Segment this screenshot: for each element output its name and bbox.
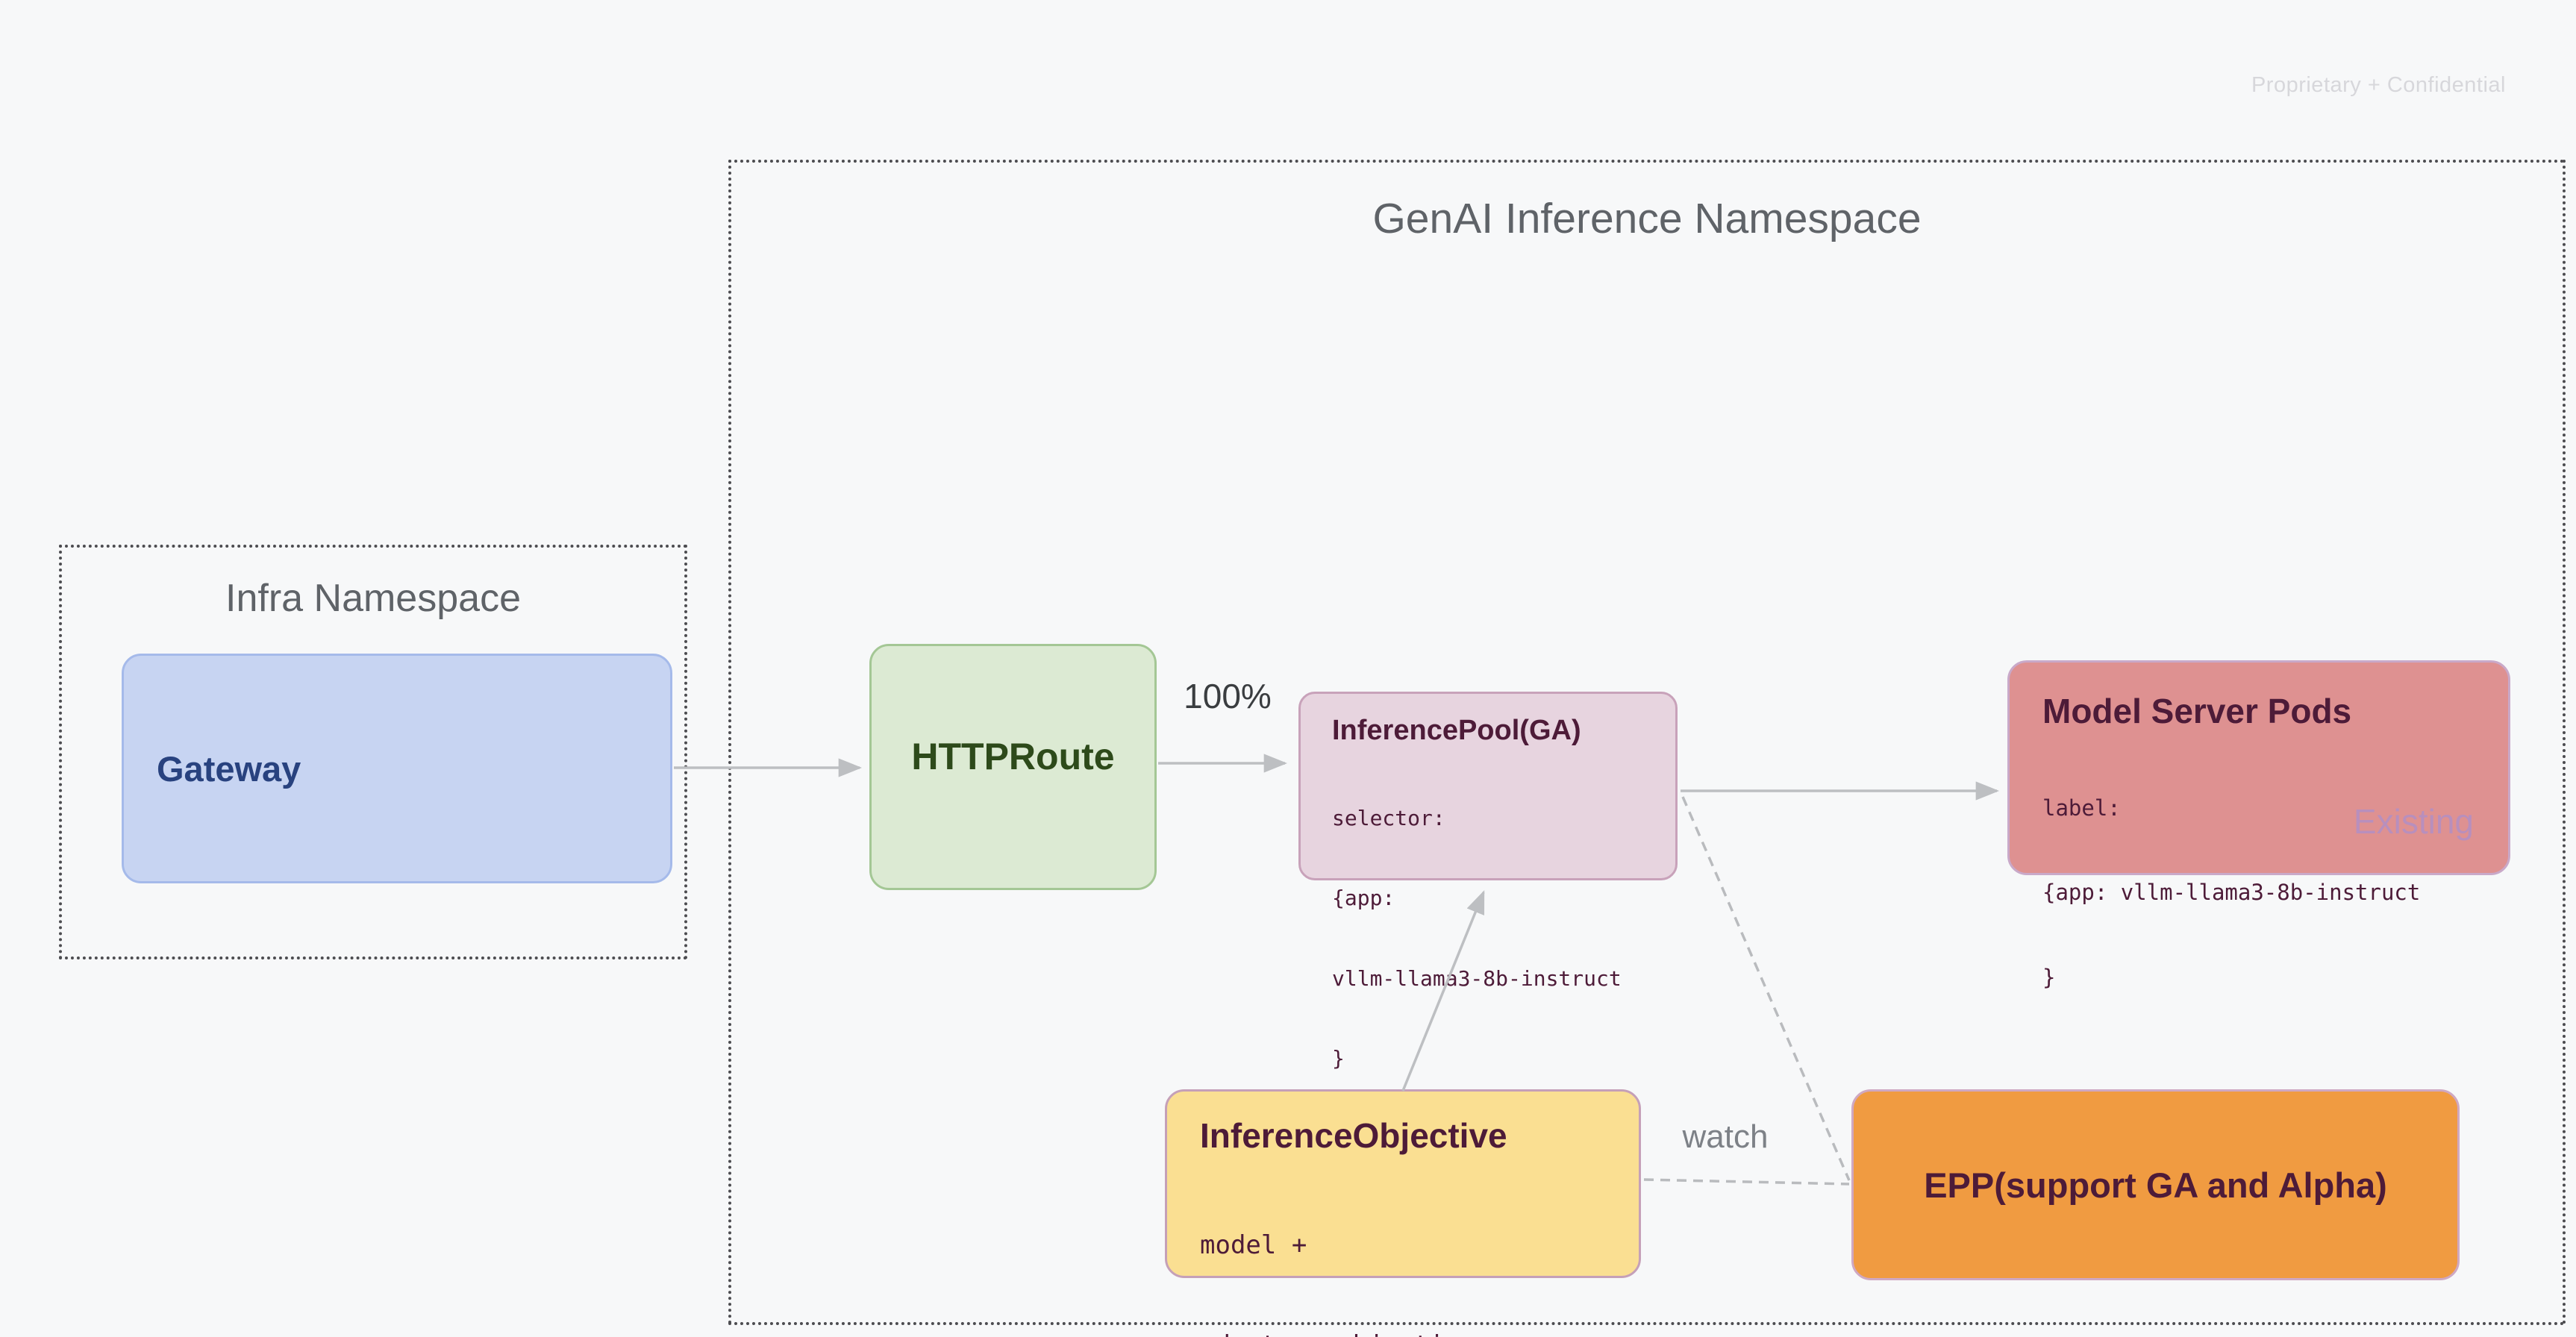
inference-pool-node: InferencePool(GA) selector: {app: vllm-l… <box>1298 692 1678 1071</box>
epp-node: EPP(support GA and Alpha) <box>1851 1089 2460 1280</box>
gateway-node: Gateway <box>122 654 672 883</box>
infra-namespace-container: Infra Namespace <box>59 545 687 959</box>
code-line: adapters,objective: <box>1200 1329 1639 1337</box>
code-line: model + <box>1200 1230 1307 1260</box>
genai-namespace-title: GenAI Inference Namespace <box>1372 195 1922 242</box>
code-line: {app: vllm-llama3-8b-instruct <box>2042 880 2421 906</box>
genai-namespace-container: GenAI Inference Namespace <box>728 160 2566 1325</box>
inference-objective-title: InferenceObjective <box>1200 1116 1507 1155</box>
code-line: vllm-llama3-8b-instruct <box>1332 965 1622 991</box>
model-server-pods-label-code: label: {app: vllm-llama3-8b-instruct } <box>2042 739 2508 1048</box>
confidentiality-watermark: Proprietary + Confidential <box>2251 73 2506 97</box>
inference-objective-code: model + adapters,objective: <box>1200 1162 1639 1337</box>
model-server-pods-node: Model Server Pods label: {app: vllm-llam… <box>2007 660 2510 990</box>
epp-label: EPP(support GA and Alpha) <box>1924 1165 2387 1205</box>
inference-objective-node: InferenceObjective model + adapters,obje… <box>1165 1089 1641 1337</box>
code-line: {app: <box>1332 886 1395 911</box>
model-server-pods-title: Model Server Pods <box>2042 692 2352 730</box>
inference-pool-title: InferencePool(GA) <box>1332 715 1581 746</box>
infra-namespace-title: Infra Namespace <box>225 577 521 620</box>
code-line: } <box>2042 964 2056 990</box>
watch-label: watch <box>1682 1118 1769 1155</box>
code-line: selector: <box>1332 805 1445 830</box>
existing-tag: Existing <box>2353 802 2474 841</box>
code-line: label: <box>2042 795 2121 821</box>
httproute-label: HTTPRoute <box>911 736 1115 777</box>
code-line: } <box>1332 1046 1345 1071</box>
gateway-label: Gateway <box>157 748 301 789</box>
traffic-split-label: 100% <box>1184 677 1272 716</box>
httproute-node: HTTPRoute <box>869 644 1157 890</box>
inference-pool-selector-code: selector: {app: vllm-llama3-8b-instruct … <box>1332 751 1675 1126</box>
